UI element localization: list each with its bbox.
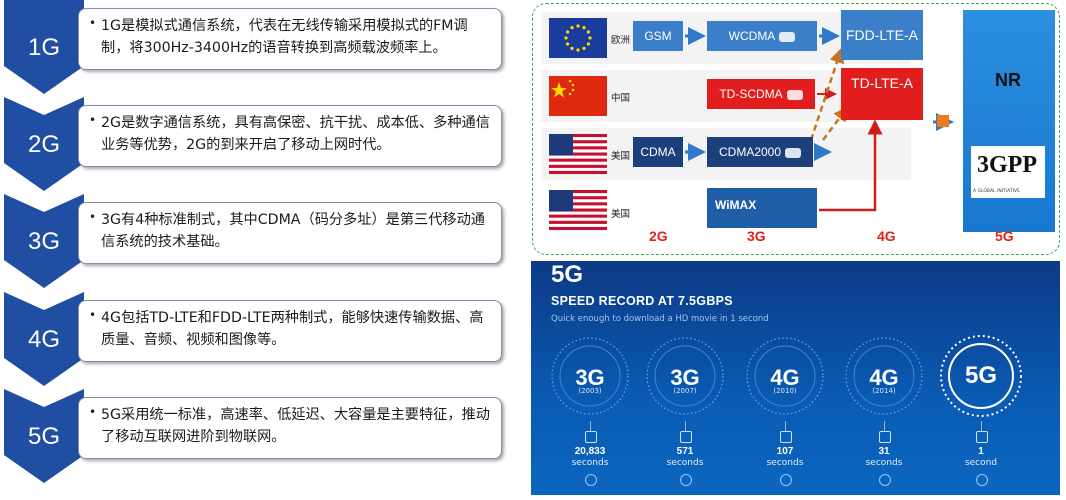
3gpp-logo-text: 3GPP xyxy=(977,152,1037,178)
region-label: 中国 xyxy=(611,93,631,104)
gen-description-card: • 4G包括TD-LTE和FDD-LTE两种制式，能够快速传输数据、高质量、音频… xyxy=(78,300,502,362)
download-icon xyxy=(585,431,597,443)
ring-value: 20,833 xyxy=(574,446,606,457)
ring-unit: second xyxy=(964,458,998,468)
connector-line xyxy=(884,421,885,431)
ring-gen-label: 3G xyxy=(670,365,700,390)
bullet-icon: • xyxy=(89,113,97,127)
gen-description: 2G是数字通信系统，具有高保密、抗干扰、成本低、多种通信业务等优势，2G的到来开… xyxy=(101,115,490,153)
speed-subtitle: SPEED RECORD AT 7.5GBPS xyxy=(551,294,733,308)
gsm-box: GSM xyxy=(633,21,683,51)
standards-evolution-diagram: 欧洲 中国 美国 美国 GSM WCDMA FDD-LTE-A TD-SCDMA xyxy=(532,3,1060,255)
china-flag-icon xyxy=(549,76,607,116)
gen-item-5g: 5G • 5G采用统一标准，高速率、低延迟、大容量是主要特征，推动了移动互联网进… xyxy=(0,389,520,485)
ring-value: 107 xyxy=(776,446,794,457)
gen-label: 2G xyxy=(27,131,60,158)
ring-gen-label: 3G xyxy=(575,365,605,390)
ring-gen-label: 4G xyxy=(770,365,800,390)
gen-label: 4G xyxy=(27,326,60,353)
gen-label: 1G xyxy=(27,34,60,61)
chevron-icon xyxy=(4,389,84,483)
speed-record-panel: 5G SPEED RECORD AT 7.5GBPS Quick enough … xyxy=(531,261,1060,495)
wcdma-box: WCDMA xyxy=(707,21,817,51)
wimax-box: WiMAX xyxy=(707,188,817,228)
download-icon xyxy=(780,431,792,443)
chevron-icon xyxy=(4,292,84,386)
download-icon xyxy=(680,431,692,443)
ring-value: 1 xyxy=(978,446,984,457)
bullet-icon: • xyxy=(89,308,97,322)
gen-description-card: • 1G是模拟式通信系统，代表在无线传输采用模拟式的FM调制，将300Hz-34… xyxy=(78,8,502,70)
ring-gen-label: 5G xyxy=(964,362,997,389)
ring-unit: seconds xyxy=(766,458,804,468)
ring-unit: seconds xyxy=(865,458,903,468)
ring-unit: seconds xyxy=(571,458,609,468)
nr-panel xyxy=(963,10,1055,232)
ring-value: 571 xyxy=(676,446,694,457)
download-icon xyxy=(879,431,891,443)
region-label: 美国 xyxy=(611,209,631,220)
ring-unit: seconds xyxy=(666,458,704,468)
clock-icon xyxy=(780,474,792,486)
region-label: 欧洲 xyxy=(611,35,631,46)
gen-item-1g: 1G • 1G是模拟式通信系统，代表在无线传输采用模拟式的FM调制，将300Hz… xyxy=(0,0,520,96)
ring-year: (2010) xyxy=(773,387,797,395)
operator-logo-icon xyxy=(785,147,802,158)
ring-year: (2014) xyxy=(872,387,896,395)
connector-line xyxy=(685,421,686,431)
ring-year: (2007) xyxy=(673,387,697,395)
column-label-4g: 4G xyxy=(877,228,896,244)
chevron-icon xyxy=(4,0,84,94)
generation-list: 1G • 1G是模拟式通信系统，代表在无线传输采用模拟式的FM调制，将300Hz… xyxy=(0,0,520,500)
connector-line xyxy=(981,421,982,431)
gen-description: 5G采用统一标准，高速率、低延迟、大容量是主要特征，推动了移动互联网进阶到物联网… xyxy=(101,407,490,445)
gen-item-4g: 4G • 4G包括TD-LTE和FDD-LTE两种制式，能够快速传输数据、高质量… xyxy=(0,292,520,388)
fdd-lte-box: FDD-LTE-A xyxy=(841,10,923,60)
region-label: 美国 xyxy=(611,151,631,162)
chevron-icon xyxy=(4,97,84,191)
operator-logo-icon xyxy=(786,89,803,100)
column-label-5g: 5G xyxy=(995,228,1014,244)
column-label-2g: 2G xyxy=(649,228,668,244)
usa-flag-icon xyxy=(549,134,607,174)
cdma2000-box: CDMA2000 xyxy=(707,137,813,167)
clock-icon xyxy=(680,474,692,486)
td-lte-box: TD-LTE-A xyxy=(841,68,923,120)
bullet-icon: • xyxy=(89,405,97,419)
gen-description: 4G包括TD-LTE和FDD-LTE两种制式，能够快速传输数据、高质量、音频、视… xyxy=(101,310,484,348)
gen-description-card: • 2G是数字通信系统，具有高保密、抗干扰、成本低、多种通信业务等优势，2G的到… xyxy=(78,105,502,167)
clock-icon xyxy=(879,474,891,486)
gen-description-card: • 5G采用统一标准，高速率、低延迟、大容量是主要特征，推动了移动互联网进阶到物… xyxy=(78,397,502,459)
speed-caption: Quick enough to download a HD movie in 1… xyxy=(551,314,769,324)
gen-item-3g: 3G • 3G有4种标准制式，其中CDMA（码分多址）是第三代移动通信系统的技术… xyxy=(0,194,520,290)
ring-gen-label: 4G xyxy=(869,365,899,390)
ring-value: 31 xyxy=(878,446,890,457)
eu-flag-icon xyxy=(549,18,607,58)
usa-flag-icon xyxy=(549,190,607,230)
gen-label: 5G xyxy=(27,423,60,450)
column-label-3g: 3G xyxy=(747,228,766,244)
chevron-icon xyxy=(4,194,84,288)
bullet-icon: • xyxy=(89,16,97,30)
cdma-box: CDMA xyxy=(633,137,683,167)
bullet-icon: • xyxy=(89,210,97,224)
3gpp-tagline: A GLOBAL INITIATIVE xyxy=(973,189,1020,194)
ring-year: (2003) xyxy=(578,387,602,395)
gen-label: 3G xyxy=(27,228,60,255)
gen-description: 3G有4种标准制式，其中CDMA（码分多址）是第三代移动通信系统的技术基础。 xyxy=(101,212,485,250)
speed-rings xyxy=(551,335,1022,417)
td-scdma-box: TD-SCDMA xyxy=(707,79,815,109)
speed-title: 5G xyxy=(551,261,584,288)
clock-icon xyxy=(585,474,597,486)
clock-icon xyxy=(976,474,988,486)
operator-logo-icon xyxy=(779,31,796,42)
gen-item-2g: 2G • 2G是数字通信系统，具有高保密、抗干扰、成本低、多种通信业务等优势，2… xyxy=(0,97,520,193)
connector-line xyxy=(785,421,786,431)
3gpp-logo: 3GPP A GLOBAL INITIATIVE xyxy=(971,146,1045,198)
connector-line xyxy=(590,421,591,431)
download-icon xyxy=(976,431,988,443)
gen-description: 1G是模拟式通信系统，代表在无线传输采用模拟式的FM调制，将300Hz-3400… xyxy=(101,18,468,56)
gen-description-card: • 3G有4种标准制式，其中CDMA（码分多址）是第三代移动通信系统的技术基础。 xyxy=(78,202,502,264)
nr-label: NR xyxy=(995,70,1021,90)
